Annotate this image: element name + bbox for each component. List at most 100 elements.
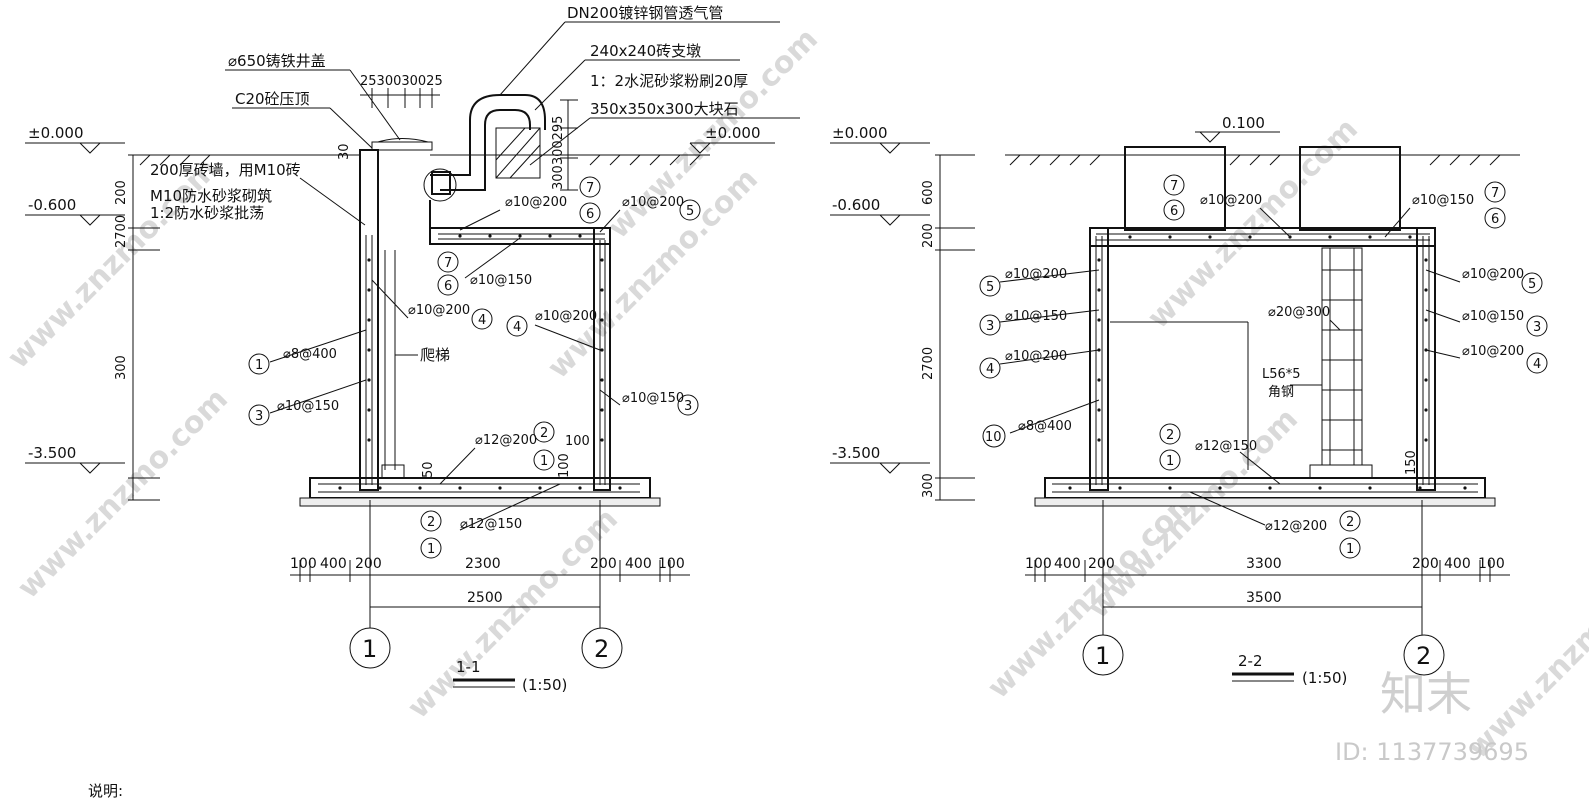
marker: 6: [1170, 204, 1178, 219]
dim-bottom: 200: [1088, 556, 1115, 572]
marker: 5: [986, 280, 994, 295]
rebar-label: ⌀10@150: [470, 273, 532, 288]
dim-right-chain: 300300295: [551, 116, 566, 190]
watermark-url: www.znzmo.com: [11, 382, 235, 606]
watermark-id: ID: 1137739695: [1335, 738, 1529, 766]
marker: 4: [478, 313, 486, 328]
rebar-label: ⌀10@200: [1462, 267, 1524, 282]
level-label: ±0.000: [705, 124, 761, 142]
marker: 7: [1170, 179, 1178, 194]
dim-bottom: 400: [1444, 556, 1471, 572]
rebar-label: ⌀12@150: [1195, 439, 1257, 454]
dim-bottom: 200: [355, 556, 382, 572]
label-angle: L56*5: [1262, 367, 1301, 382]
watermark-url: www.znzmo.com: [1, 152, 225, 376]
notes-label: 说明:: [88, 782, 123, 800]
marker: 4: [986, 362, 994, 377]
level-label: ±0.000: [832, 124, 888, 142]
marker: 4: [1533, 357, 1541, 372]
rebar-label: ⌀10@200: [505, 195, 567, 210]
section-1-1: ±0.000 -0.600 -3.500 ±0.000 200 2700 300: [25, 4, 800, 694]
watermark-url: www.znzmo.com: [1141, 112, 1365, 336]
rebar-label: ⌀10@200: [622, 195, 684, 210]
rebar-label: ⌀10@200: [535, 309, 597, 324]
watermark-brand: 知末: [1380, 667, 1472, 721]
rebar-label: ⌀20@300: [1268, 305, 1330, 320]
marker: 1: [427, 542, 435, 557]
rebar-label: ⌀10@200: [1005, 267, 1067, 282]
level-label: -0.600: [832, 196, 880, 214]
marker: 2: [1166, 428, 1174, 443]
marker: 6: [1491, 212, 1499, 227]
dim-bottom: 3300: [1246, 556, 1282, 572]
label-brick-wall: 200厚砖墙，用M10砖: [150, 161, 301, 179]
dim-bottom: 100: [1025, 556, 1052, 572]
marker: 7: [1491, 186, 1499, 201]
marker: 7: [586, 181, 594, 196]
axis-label: 1: [362, 635, 377, 663]
label-block-stone: 350x350x300大块石: [590, 100, 739, 118]
label-vent-pipe: DN200镀锌钢管透气管: [567, 4, 723, 22]
rebar-label: ⌀10@150: [622, 391, 684, 406]
dim-total: 2500: [467, 590, 503, 606]
marker: 1: [540, 454, 548, 469]
marker: 7: [444, 256, 452, 271]
watermark-url: www.znzmo.com: [401, 502, 625, 726]
rebar-labels: 7 6 ⌀10@200 5 ⌀10@200 7 6 ⌀10@150 ⌀10@20…: [248, 176, 701, 559]
detail-dim: 100: [565, 434, 590, 449]
watermarks: www.znzmo.com www.znzmo.com www.znzmo.co…: [1, 22, 1589, 766]
dim-bottom: 100: [290, 556, 317, 572]
label-mortar-build: M10防水砂浆砌筑: [150, 187, 272, 205]
dim-bottom: 2300: [465, 556, 501, 572]
rebar-label: ⌀8@400: [283, 347, 337, 362]
marker: 3: [255, 409, 263, 424]
marker: 2: [427, 515, 435, 530]
dim-2700: 300: [114, 355, 129, 380]
axis-label: 2: [594, 635, 609, 663]
dim-200: 2700: [114, 215, 129, 248]
marker: 6: [444, 279, 452, 294]
rebar-label: ⌀10@200: [1200, 193, 1262, 208]
label-ladder: 爬梯: [420, 346, 450, 364]
rebar-label: ⌀10@150: [1462, 309, 1524, 324]
dim-bottom: 400: [625, 556, 652, 572]
detail-dim: 150: [1404, 450, 1419, 475]
marker: 10: [985, 430, 1002, 445]
dim-bottom: 400: [320, 556, 347, 572]
rebar-label: ⌀10@150: [1412, 193, 1474, 208]
dim-600: 200: [114, 180, 129, 205]
level-label: -0.600: [28, 196, 76, 214]
rebar-label: ⌀12@200: [1265, 519, 1327, 534]
detail-dim: 100: [557, 453, 572, 478]
rebar-label: ⌀10@200: [1462, 344, 1524, 359]
label-plaster: 1:2防水砂浆批荡: [150, 204, 264, 222]
label-brick-pier: 240x240砖支墩: [590, 42, 701, 60]
dim-bottom: 200: [1412, 556, 1439, 572]
label-angle-steel: 角钢: [1268, 385, 1294, 400]
section-scale: (1:50): [1302, 669, 1347, 687]
level-label: 0.100: [1222, 114, 1265, 132]
marker: 3: [684, 399, 692, 414]
rebar-label: ⌀10@150: [277, 399, 339, 414]
axis-label: 2: [1416, 642, 1431, 670]
section-title: 1-1: [456, 658, 481, 676]
dim-2700: 2700: [921, 347, 936, 380]
marker: 3: [1533, 320, 1541, 335]
rebar-label: ⌀10@200: [1005, 349, 1067, 364]
level-label: -3.500: [832, 444, 880, 462]
rebar-label: ⌀10@150: [1005, 309, 1067, 324]
section-scale: (1:50): [522, 676, 567, 694]
marker: 4: [513, 320, 521, 335]
dim-bottom: 400: [1054, 556, 1081, 572]
level-marks: ±0.000 -0.600 -3.500 ±0.000: [25, 124, 775, 474]
rebar-label: ⌀8@400: [1018, 419, 1072, 434]
rebar-label: ⌀12@150: [460, 517, 522, 532]
rebar-label: ⌀12@200: [475, 433, 537, 448]
level-label: ±0.000: [28, 124, 84, 142]
marker: 3: [986, 319, 994, 334]
label-manhole-cover: ⌀650铸铁井盖: [228, 52, 326, 70]
axis-label: 1: [1095, 642, 1110, 670]
marker: 2: [1346, 515, 1354, 530]
section-title: 2-2: [1238, 652, 1263, 670]
